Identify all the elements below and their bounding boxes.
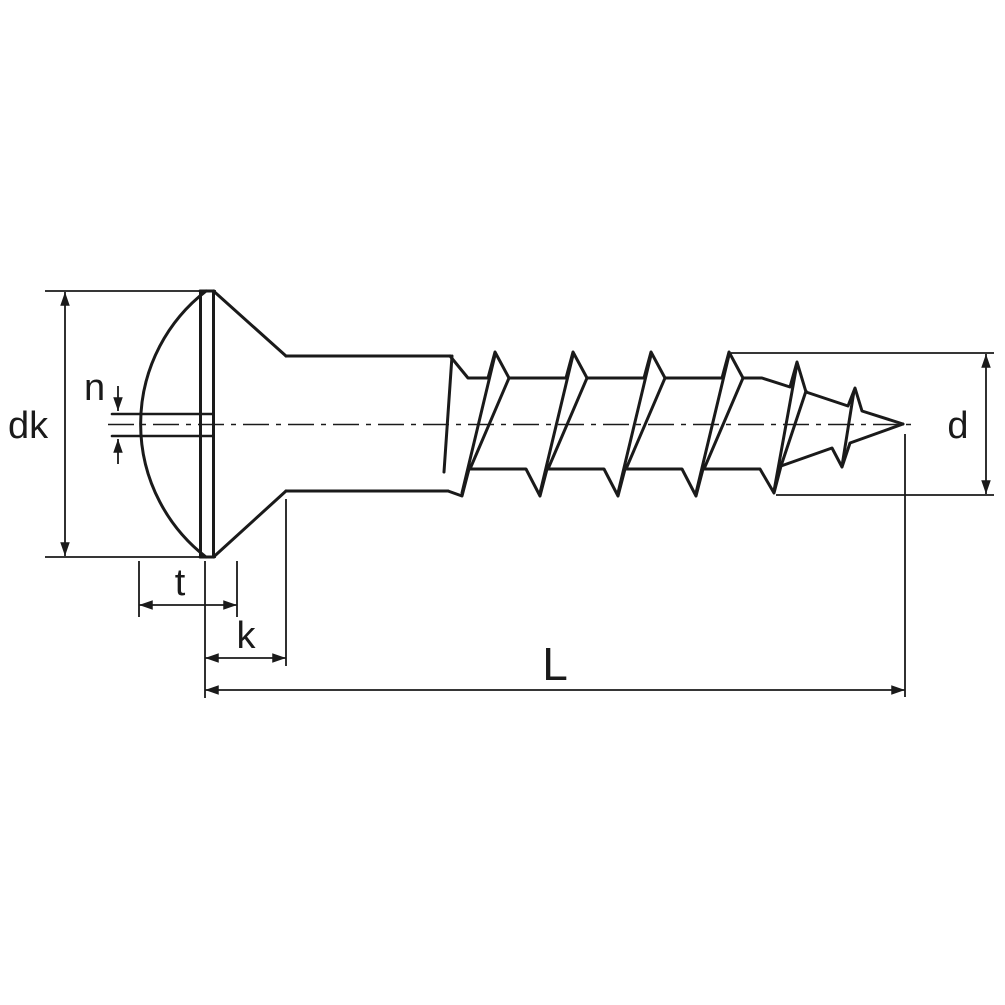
shank-outline: [284, 354, 452, 493]
t-extension-lines: [138, 561, 238, 617]
thread-runout-line: [442, 354, 454, 474]
thread-flank-lines: [460, 353, 856, 495]
dimensions: dk n t k L d: [8, 290, 994, 698]
thread-bottom-outline: [446, 422, 905, 498]
head-cone-outline: [212, 289, 288, 559]
dk-label: dk: [8, 405, 49, 447]
dk-extension-lines: [45, 290, 216, 558]
k-label: k: [237, 615, 257, 657]
d-extension-lines: [731, 352, 994, 496]
head-slot-width-lines: [110, 412, 215, 438]
k-extension-lines: [204, 499, 287, 698]
head-slot-face-lines: [198, 289, 216, 559]
screw-outline: [110, 289, 905, 559]
l-label: L: [542, 638, 568, 690]
head-dome-outline: [139, 289, 208, 559]
n-label: n: [84, 367, 105, 409]
d-label: d: [947, 405, 968, 447]
thread-top-outline: [448, 350, 905, 426]
t-label: t: [175, 562, 186, 604]
